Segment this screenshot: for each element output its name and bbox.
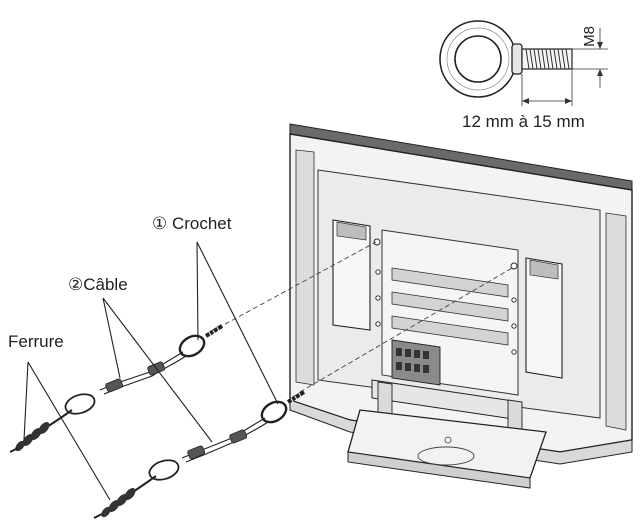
- hook-label: ① Crochet: [152, 214, 232, 233]
- lower-hook-assembly: [93, 390, 306, 519]
- bracket-label: Ferrure: [8, 332, 64, 351]
- tv-stand: [347, 379, 547, 489]
- upper-hook-assembly: [9, 324, 224, 453]
- leader-lines: [23, 241, 279, 501]
- thread-size-label: M8: [581, 26, 598, 47]
- cable-label: ②Câble: [68, 275, 128, 294]
- eye-bolt-detail: [439, 20, 608, 106]
- length-dimension-label: 12 mm à 15 mm: [462, 112, 585, 131]
- television-back: [289, 123, 633, 465]
